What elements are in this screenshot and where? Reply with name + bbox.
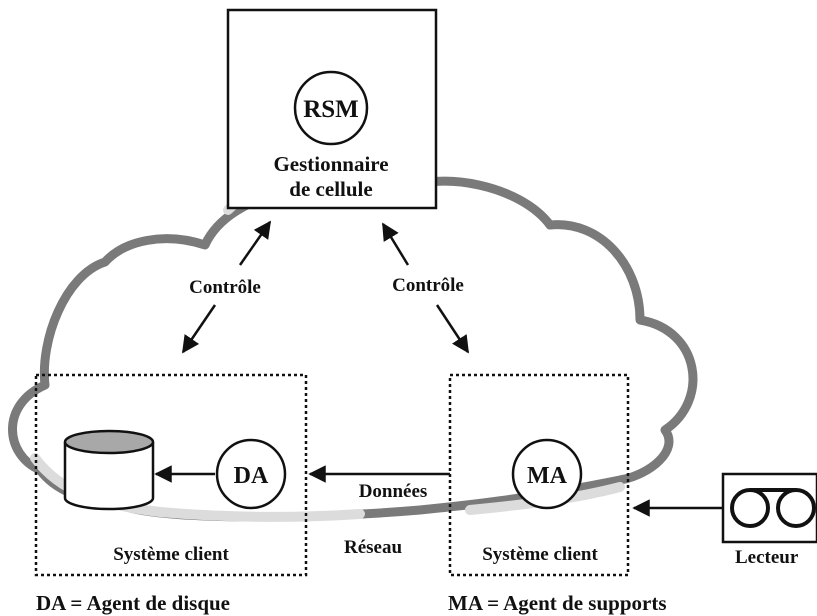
data-label: Données <box>359 481 428 502</box>
da-label: DA <box>234 463 269 489</box>
control-arrow-right-up <box>381 222 410 266</box>
network-label: Réseau <box>344 537 402 558</box>
cell-manager-title-1: Gestionnaire <box>273 152 388 176</box>
drive-label: Lecteur <box>735 547 799 568</box>
client-system-right: MA Système client <box>448 373 630 577</box>
client-title-right: Système client <box>482 544 598 565</box>
legend-da: DA = Agent de disque <box>36 591 230 615</box>
ma-label: MA <box>527 463 568 489</box>
cell-manager-title-2: de cellule <box>289 177 372 201</box>
cell-manager: RSM Gestionnaire de cellule <box>226 8 438 210</box>
control-arrows <box>181 220 470 354</box>
control-label-left: Contrôle <box>189 277 261 298</box>
rsm-label: RSM <box>303 96 359 123</box>
client-system-left: DA Système client <box>34 373 308 577</box>
control-arrow-left-down <box>181 304 217 354</box>
legend-ma: MA = Agent de supports <box>448 591 667 615</box>
disk-icon <box>63 429 155 511</box>
da-badge <box>215 438 287 510</box>
client-box-left <box>34 373 308 577</box>
drive: Lecteur <box>721 472 817 568</box>
control-arrow-right-down <box>435 304 470 354</box>
rsm-badge <box>293 70 369 146</box>
ma-badge <box>511 438 583 510</box>
control-arrow-left-up <box>238 220 272 266</box>
control-label-right: Contrôle <box>392 275 464 296</box>
client-title-left: Système client <box>113 544 229 565</box>
